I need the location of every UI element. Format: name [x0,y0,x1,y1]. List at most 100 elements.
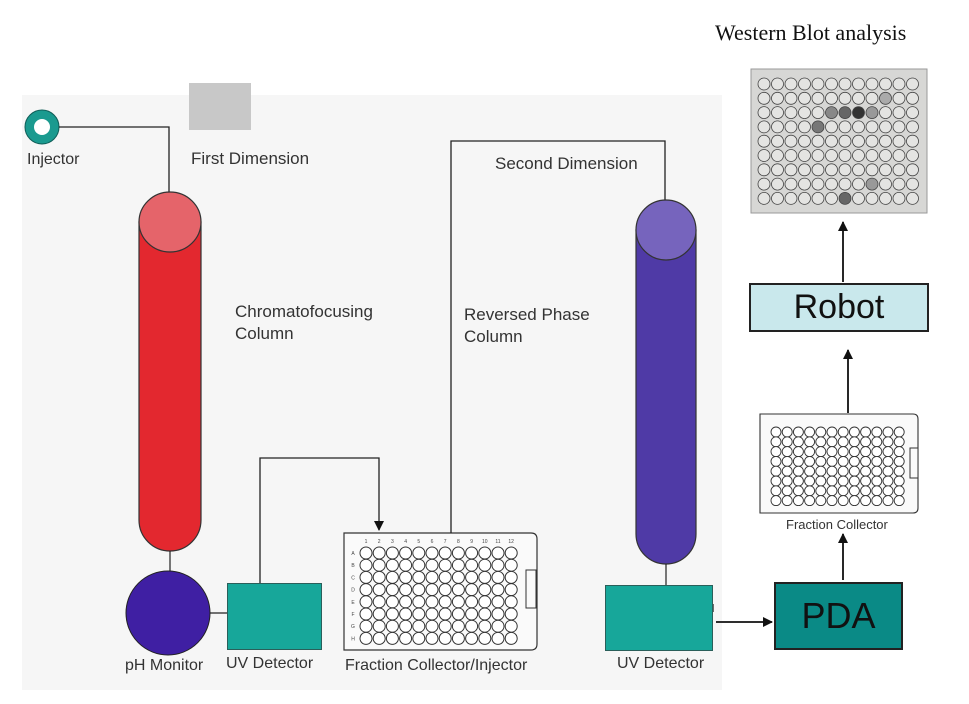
small-plate-well [860,495,872,507]
plate-well [359,595,373,609]
blot-well [784,91,798,105]
plate-well [412,583,426,597]
blot-well [811,149,825,162]
plate-well [504,570,518,584]
blot-well [879,91,892,105]
plate-well [451,619,465,633]
plate-row-label: E [351,600,355,606]
small-plate-well [815,436,827,448]
small-plate-well [781,436,793,448]
blot-well [879,191,892,205]
plate-well [412,631,426,645]
blot-well [906,163,919,177]
blot-well [865,177,879,191]
small-plate-well [804,426,816,438]
plate-well [385,631,399,645]
reversed-phase-column [635,199,697,565]
small-plate-well [848,436,860,448]
plate-row-label: F [351,612,354,618]
plate-row-label: H [351,636,355,642]
small-plate-well [770,485,782,497]
blot-well [879,134,892,148]
small-plate-well [781,465,793,477]
plate-well [425,546,439,560]
small-plate-well [826,495,838,507]
small-plate-well [826,475,838,487]
plate-well [491,583,505,597]
plate-well [438,583,452,597]
plate-well [385,546,399,560]
injector-icon [24,109,60,145]
blot-well [852,120,865,134]
blot-well [825,191,838,205]
blot-well [825,134,838,148]
small-plate-well [792,485,804,497]
plate-well [385,583,399,597]
plate-well [425,558,439,572]
chromatofocusing-column [138,191,202,552]
plate-well [491,619,505,633]
blot-well [892,77,906,91]
plate-column-label: 11 [495,539,500,545]
blot-well [811,191,825,205]
blot-well [892,177,906,191]
blot-well [838,106,852,119]
blot-well [825,106,838,119]
blot-well [811,77,825,91]
small-plate-well [837,475,849,487]
blot-well [757,106,771,119]
blot-well [784,177,798,191]
plate-well [425,619,439,633]
small-plate-well [804,455,816,467]
plate-well [465,546,479,560]
blot-well [771,91,784,105]
small-plate-well [848,455,860,467]
blot-well [811,106,825,119]
uv-detector-2-label: UV Detector [617,655,705,672]
plate-well [372,595,386,609]
plate-well [438,607,452,621]
small-plate-well [882,495,894,507]
small-plate-well [882,475,894,487]
plate-well [372,619,386,633]
robot-box: Robot [749,283,929,332]
plate-well [372,558,386,572]
blot-well [798,134,811,148]
blot-well [757,120,771,134]
small-plate-well [770,475,782,487]
plate-well [451,570,465,584]
plate-column-label: 5 [417,539,420,545]
plate-well [359,619,373,633]
chromatofocusing-label-line2: Column [235,324,294,343]
plate-column-label: 3 [391,539,394,545]
plate-well [438,595,452,609]
plate-well [412,595,426,609]
small-plate-well [848,446,860,458]
blot-well [838,149,852,162]
plate-well [451,558,465,572]
second-dimension-label: Second Dimension [495,154,638,173]
small-plate-well [770,495,782,507]
plate-well [465,583,479,597]
gray-legend-square [189,83,251,130]
reversed-phase-label-line1: Reversed Phase [464,305,590,324]
ph-monitor-label: pH Monitor [125,657,204,674]
small-plate-well [781,446,793,458]
plate-well [465,631,479,645]
plate-well [412,570,426,584]
plate-well [438,558,452,572]
plate-row-label: B [351,563,355,569]
blot-well [757,91,771,105]
small-plate-well [781,485,793,497]
plate-well [372,570,386,584]
uv-detector-1 [227,583,322,650]
plate-well [504,631,518,645]
blot-well [906,149,919,162]
blot-well [838,91,852,105]
plate-well [412,546,426,560]
plate-well [451,583,465,597]
blot-well [771,134,784,148]
plate-well [504,546,518,560]
blot-well [771,191,784,205]
